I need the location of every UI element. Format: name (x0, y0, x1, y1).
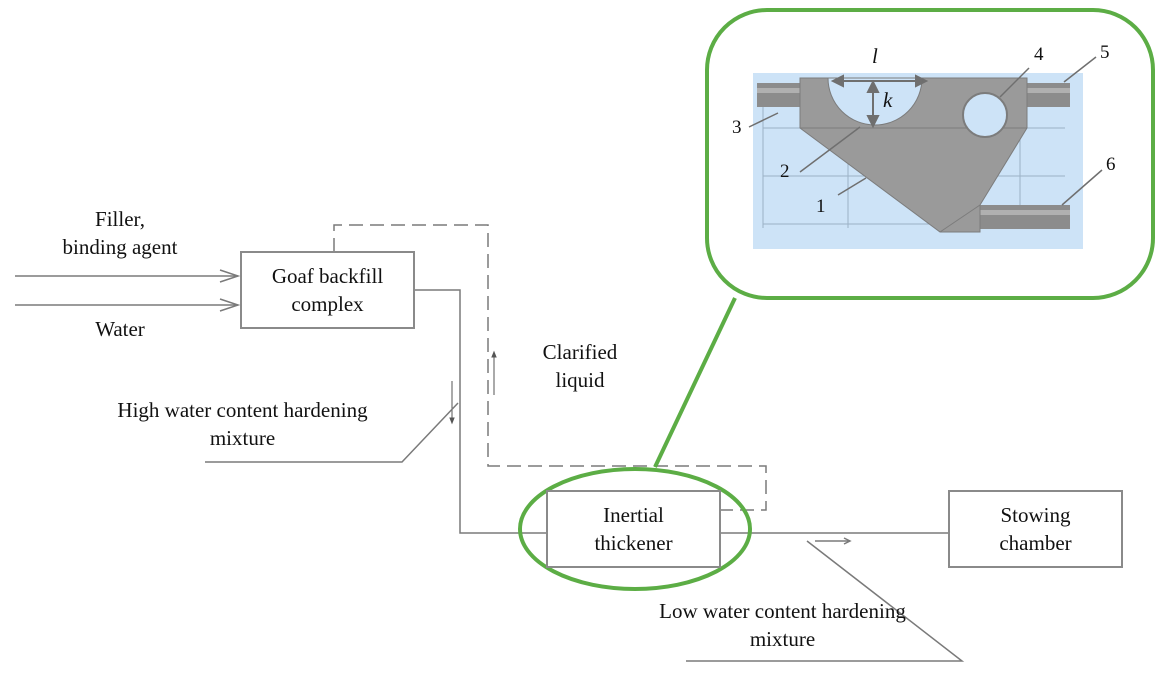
clarified-line1: Clarified (542, 340, 618, 364)
clarified-liquid-line (333, 224, 767, 511)
down-flow-arrow (449, 381, 455, 425)
callout-4: 4 (1034, 44, 1044, 65)
goaf-box-line1: Goaf backfill (271, 264, 384, 288)
leader-lines (748, 56, 1103, 206)
water-label: Water (95, 317, 145, 341)
dimension-markers (830, 74, 929, 129)
pipe-3 (757, 83, 802, 107)
low-water-mixture-label: Low water content hardening mixture (630, 597, 935, 653)
filler-label-line2: binding agent (62, 235, 178, 259)
callout-3: 3 (732, 117, 742, 138)
clarified-liquid-label: Clarified liquid (525, 338, 635, 394)
thickener-3d-illustration (748, 56, 1103, 249)
filler-label: Filler, binding agent (50, 205, 190, 261)
clarified-line2: liquid (555, 368, 605, 392)
goaf-box-line2: complex (291, 292, 364, 316)
dimension-k-label: k (883, 88, 893, 112)
thickener-box-line2: thickener (594, 531, 673, 555)
high-water-feed-line (205, 402, 459, 463)
thickener-highlight-ellipse (518, 467, 752, 591)
high-water-line1: High water content hardening (117, 398, 368, 422)
goaf-backfill-complex-box: Goaf backfill complex (240, 251, 415, 329)
stowing-chamber-box: Stowing chamber (948, 490, 1123, 568)
stowing-box-line2: chamber (999, 531, 1072, 555)
high-water-mixture-label: High water content hardening mixture (90, 396, 395, 452)
goaf-to-thickener-line (414, 289, 546, 534)
callout-connector (653, 297, 737, 468)
water-arrow (15, 298, 241, 312)
up-flow-arrow (491, 350, 497, 395)
semicircle-cutout (827, 77, 923, 126)
filler-label-line1: Filler, (95, 207, 145, 231)
outlet-hole-4 (962, 92, 1008, 138)
low-water-line1: Low water content hardening (659, 599, 906, 623)
thickener-box-line1: Inertial (603, 503, 664, 527)
pipe-5 (1025, 83, 1070, 107)
low-water-line2: mixture (749, 627, 816, 651)
callout-2: 2 (780, 161, 790, 182)
pipe-6 (980, 205, 1070, 229)
callout-6: 6 (1106, 154, 1116, 175)
high-water-line2: mixture (209, 426, 276, 450)
callout-1: 1 (816, 196, 826, 217)
dimension-l-label: l (872, 44, 878, 68)
callout-5: 5 (1100, 42, 1110, 63)
stowing-box-line1: Stowing (1000, 503, 1071, 527)
filler-arrow (15, 269, 241, 283)
low-water-feed-arrow (686, 537, 965, 662)
inertial-thickener-box: Inertial thickener (546, 490, 721, 568)
